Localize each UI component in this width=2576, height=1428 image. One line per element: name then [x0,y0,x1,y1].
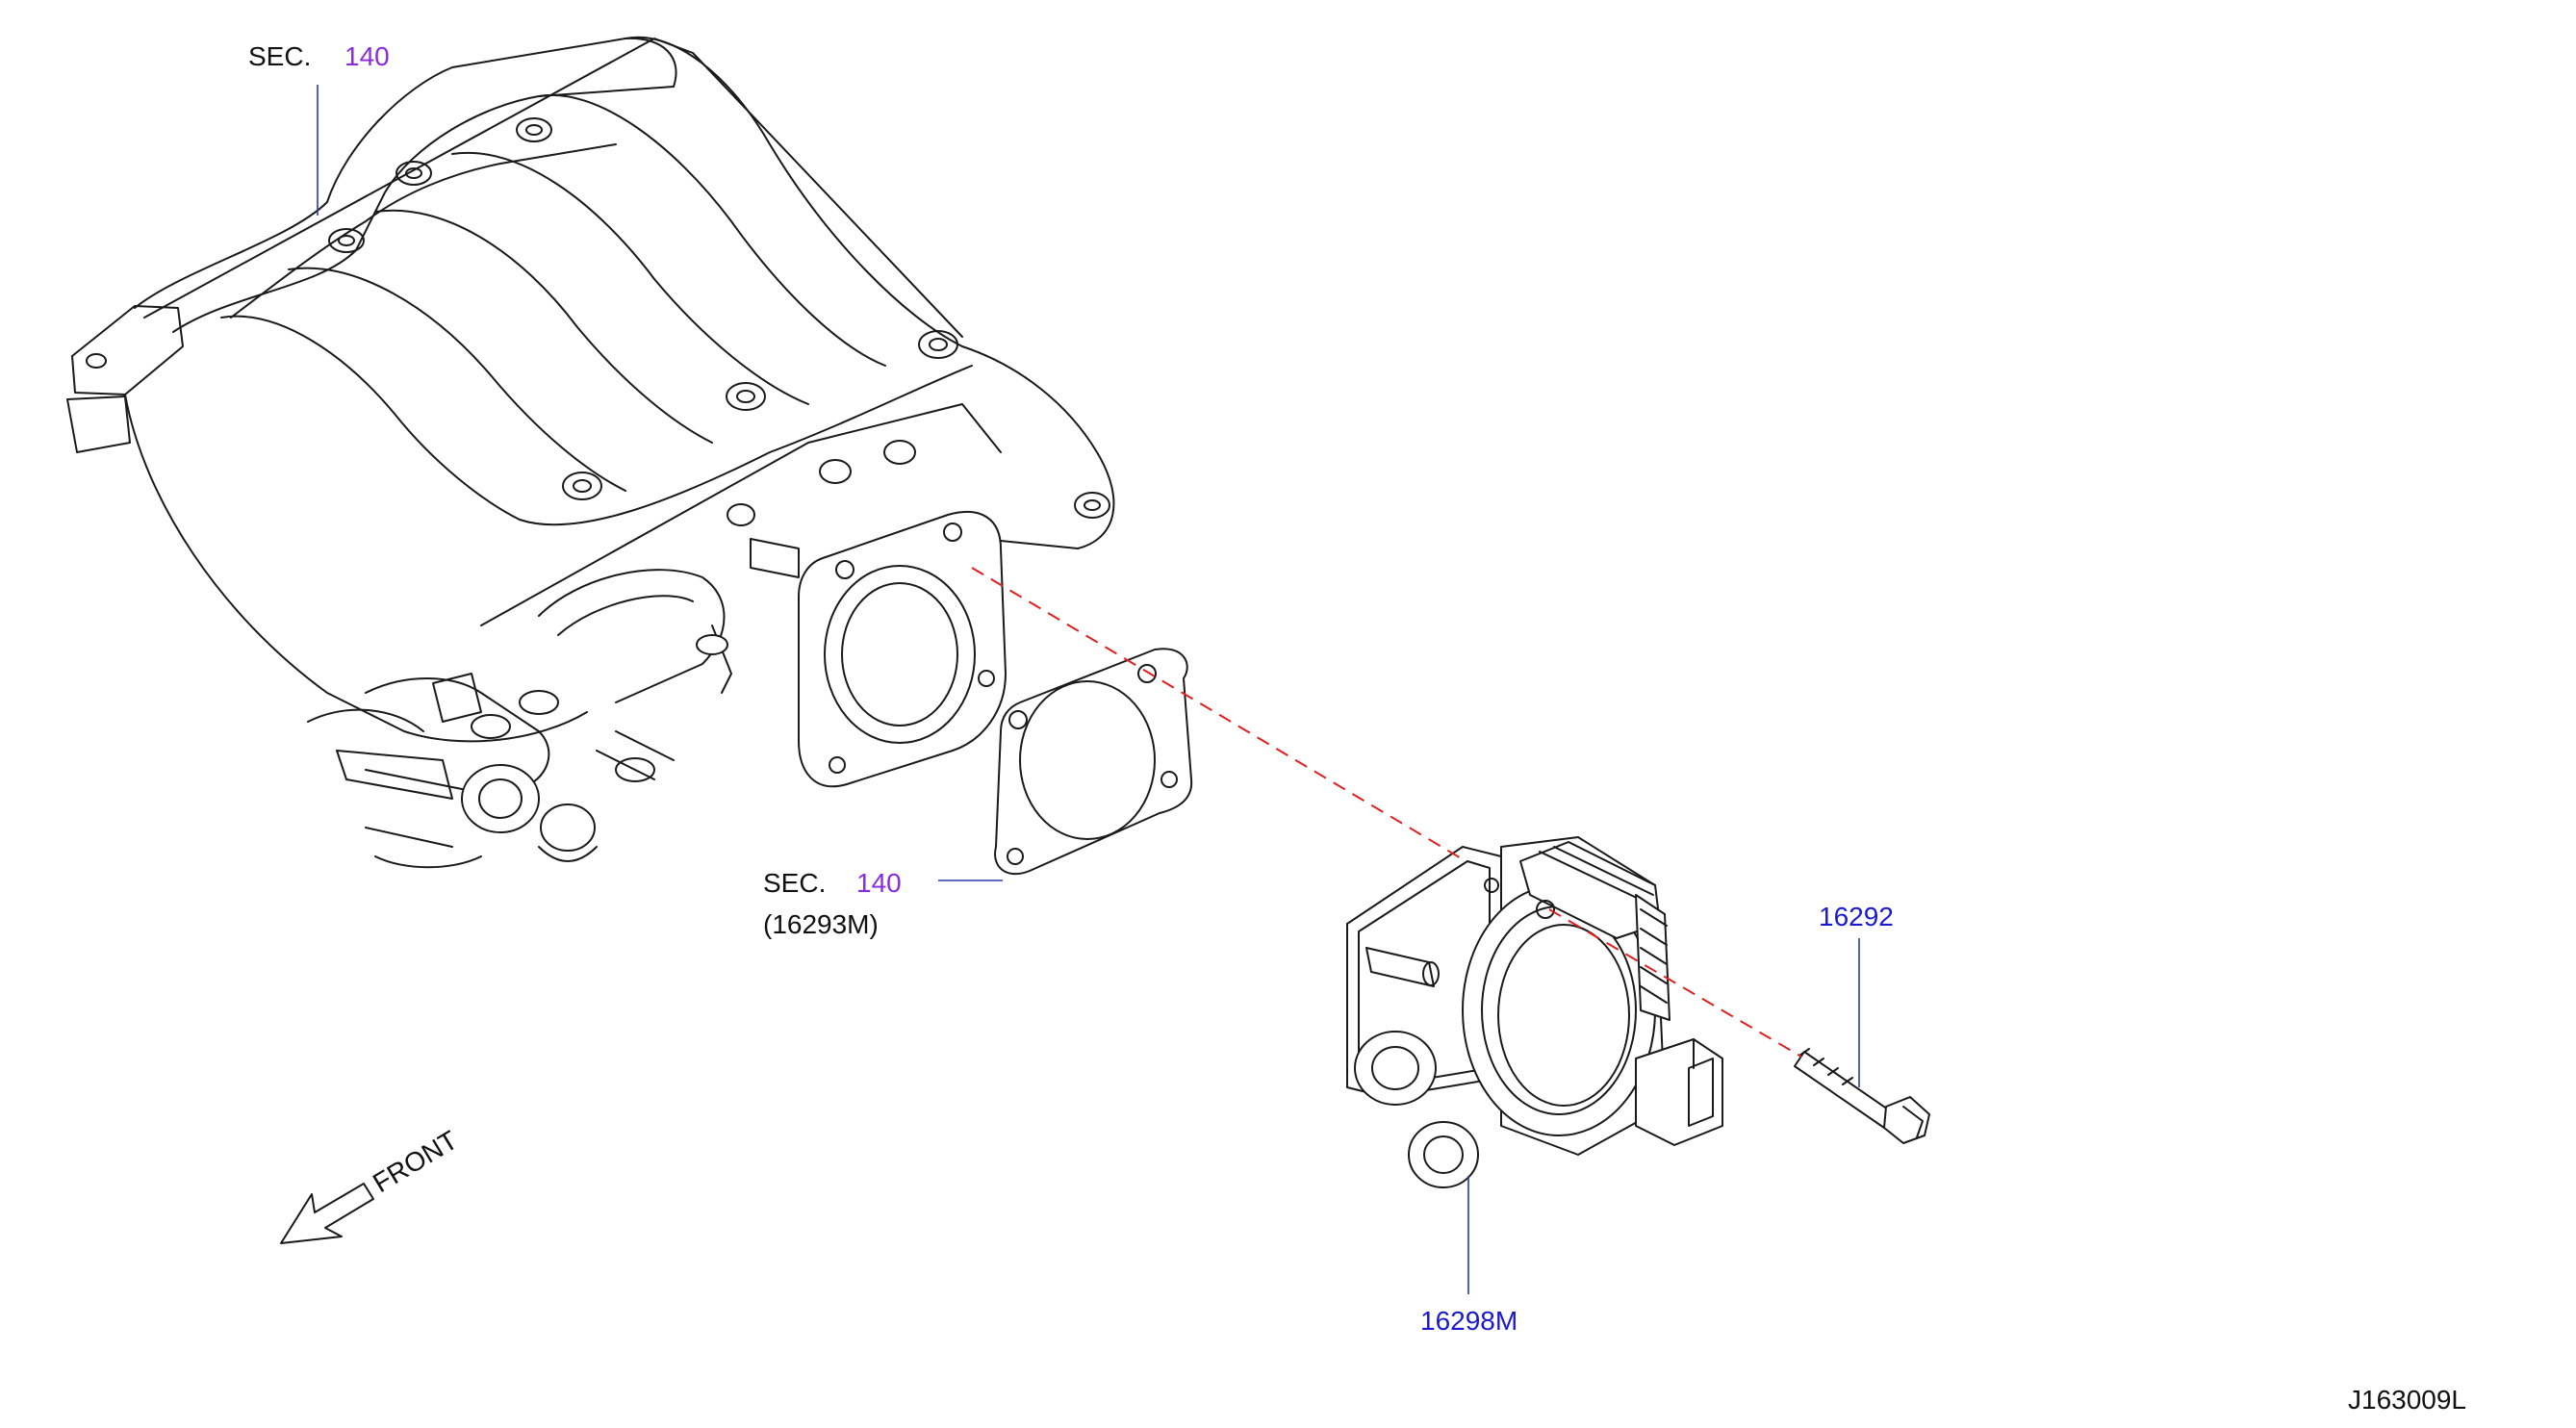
front-direction-indicator: FRONT [280,1125,463,1244]
gasket-sec-number: 140 [856,868,902,898]
throttle-connector [1635,1038,1723,1146]
manifold-throttle-flange [798,510,1007,788]
manifold-sec-callout[interactable]: SEC. 140 [248,41,390,71]
throttle-body-gasket[interactable] [994,648,1193,876]
front-arrow-icon [280,1183,374,1244]
front-label: FRONT [368,1125,463,1198]
intake-manifold[interactable] [66,36,1115,869]
gasket-sec-prefix: SEC. [763,868,826,898]
throttle-body-part-number[interactable]: 16298M [1420,1306,1518,1336]
manifold-bolt-bosses [86,117,1110,526]
throttle-body-bolt[interactable] [1794,1048,1930,1144]
gasket-sec-callout[interactable]: SEC. 140 (16293M) [763,868,902,939]
manifold-sec-prefix: SEC. [248,41,311,71]
bolt-part-number[interactable]: 16292 [1819,902,1894,931]
manifold-lower-piping [307,538,800,869]
manifold-sec-number: 140 [344,41,390,71]
throttle-actuator-ribs [1635,894,1671,1021]
diagram-code: J163009L [2348,1385,2466,1415]
alignment-line [971,567,1464,860]
gasket-part-number: (16293M) [763,909,879,939]
alignment-line-bolt [1548,908,1802,1058]
throttle-body[interactable] [1346,836,1723,1188]
